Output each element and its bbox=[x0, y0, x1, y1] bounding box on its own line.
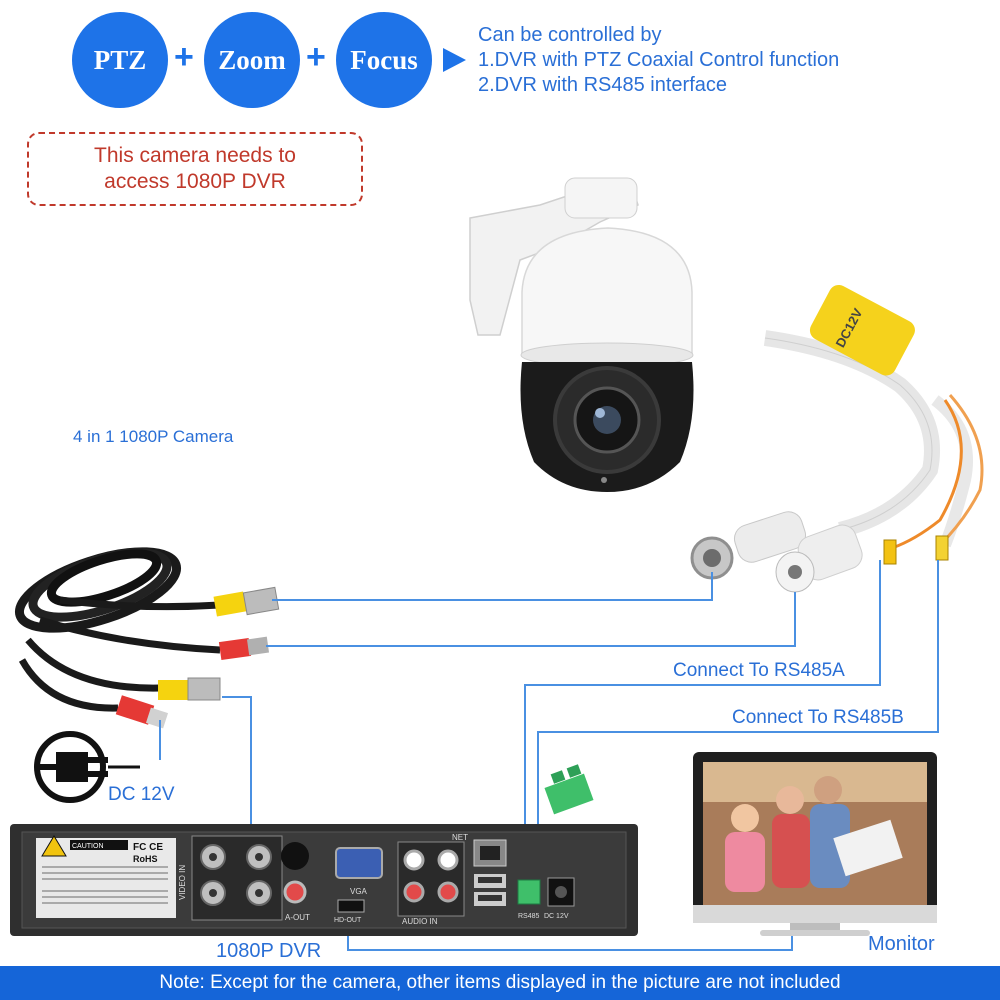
power-label: DC 12V bbox=[108, 784, 175, 805]
dvr-caution-text: CAUTION bbox=[72, 843, 104, 850]
dvr-label: 1080P DVR bbox=[216, 940, 322, 962]
ptz-label: PTZ bbox=[93, 44, 147, 75]
dvr-rs485-text: RS485 bbox=[518, 913, 540, 920]
dvr-recorder: CAUTION FC CE RoHS VIDEO IN A-OUT VGA HD… bbox=[10, 824, 638, 936]
control-item-2: 2.DVR with RS485 interface bbox=[478, 74, 728, 96]
ptz-camera-image bbox=[469, 177, 694, 492]
dvr-a-out-text: A-OUT bbox=[285, 913, 310, 922]
focus-circle: Focus bbox=[336, 12, 432, 108]
dvr-vga-text: VGA bbox=[350, 887, 368, 896]
requirement-line-1: This camera needs to bbox=[94, 144, 296, 167]
footer-note: Note: Except for the camera, other items… bbox=[0, 966, 1000, 1000]
rs485b-label: Connect To RS485B bbox=[732, 707, 904, 728]
power-plug-icon bbox=[34, 731, 140, 803]
dvr-audio-in-text: AUDIO IN bbox=[402, 917, 438, 926]
rs485-terminal-block bbox=[544, 764, 594, 815]
zoom-label: Zoom bbox=[218, 44, 286, 75]
dvr-fcc-text: FC CE bbox=[133, 842, 163, 853]
plus-sign-1: + bbox=[174, 38, 194, 76]
monitor-display bbox=[693, 752, 937, 936]
control-item-1: 1.DVR with PTZ Coaxial Control function bbox=[478, 49, 840, 71]
control-heading: Can be controlled by bbox=[478, 24, 662, 46]
dvr-dc12v-text: DC 12V bbox=[544, 913, 569, 920]
zoom-circle: Zoom bbox=[204, 12, 300, 108]
camera-label: 4 in 1 1080P Camera bbox=[73, 427, 234, 446]
camera-pigtail-cable: DC12V bbox=[690, 284, 984, 593]
monitor-label: Monitor bbox=[868, 933, 935, 955]
plus-sign-2: + bbox=[306, 38, 326, 76]
requirement-note: This camera needs to access 1080P DVR bbox=[27, 132, 363, 206]
dvr-rohs-text: RoHS bbox=[133, 854, 158, 864]
ptz-circle: PTZ bbox=[72, 12, 168, 108]
footer-note-text: Note: Except for the camera, other items… bbox=[159, 972, 841, 993]
dvr-hd-out-text: HD-OUT bbox=[334, 917, 362, 924]
rs485a-label: Connect To RS485A bbox=[673, 660, 845, 681]
dvr-net-text: NET bbox=[452, 833, 468, 842]
connection-lines bbox=[159, 560, 939, 951]
video-power-cable-coil bbox=[14, 547, 280, 729]
requirement-line-2: access 1080P DVR bbox=[104, 170, 286, 193]
dvr-video-in-text: VIDEO IN bbox=[178, 865, 187, 900]
focus-label: Focus bbox=[350, 44, 418, 75]
